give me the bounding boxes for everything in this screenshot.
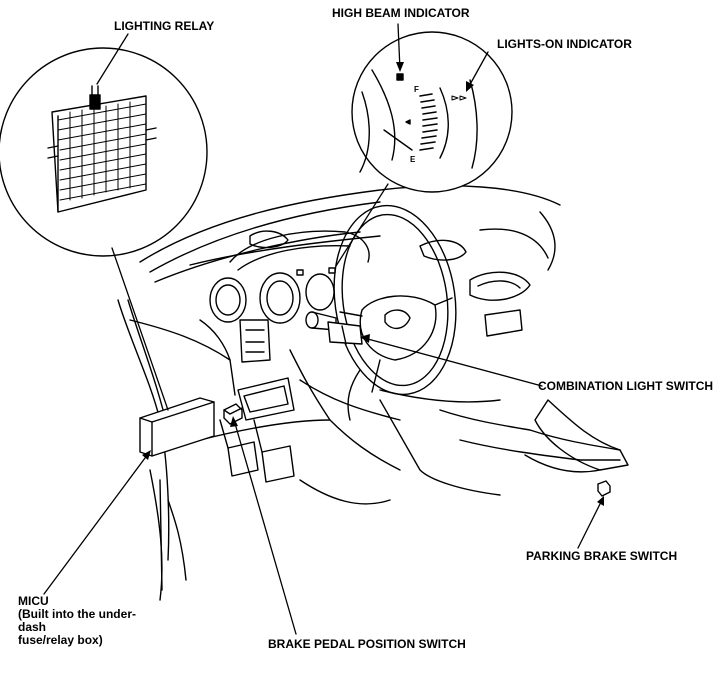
label-brake-pedal-position-switch: BRAKE PEDAL POSITION SWITCH: [268, 637, 466, 651]
fuel-full-mark: F: [414, 85, 419, 94]
arrowhead-parking-brake: [597, 496, 604, 506]
leader-brake-pedal: [233, 419, 297, 635]
leader-lights-on: [467, 51, 489, 89]
leader-cluster-to-callout: [335, 183, 389, 267]
label-micu: MICU (Built into the under-dash fuse/rel…: [18, 595, 158, 647]
arrowhead-high-beam: [396, 62, 404, 72]
lighting-relay-callout: [0, 47, 208, 257]
micu-subtitle-line1: (Built into the under-dash: [18, 607, 136, 634]
leader-lighting-relay: [96, 33, 129, 85]
fuel-empty-mark: E: [410, 155, 416, 164]
label-high-beam-indicator: HIGH BEAM INDICATOR: [332, 6, 470, 20]
leader-micu: [43, 453, 149, 595]
label-lighting-relay: LIGHTING RELAY: [114, 19, 215, 33]
label-parking-brake-switch: PARKING BRAKE SWITCH: [526, 549, 678, 563]
micu-subtitle-line2: fuse/relay box): [18, 633, 103, 647]
leader-combination-switch: [363, 337, 543, 387]
micu-box: [139, 397, 215, 457]
micu-title: MICU: [18, 594, 49, 608]
leader-parking-brake: [577, 499, 603, 549]
brake-pedal-switch-part: [223, 403, 243, 425]
parking-brake-switch-part: [597, 480, 611, 497]
instrument-cluster-callout: [351, 31, 513, 193]
arrowhead-micu: [142, 450, 151, 460]
leader-relay-to-micu: [111, 247, 169, 411]
label-combination-light-switch: COMBINATION LIGHT SWITCH: [538, 379, 714, 393]
leader-arrowheads: [142, 62, 604, 506]
combination-switch-stalk: [305, 311, 363, 345]
arrowhead-brake-pedal: [230, 416, 238, 427]
label-lights-on-indicator: LIGHTS-ON INDICATOR: [497, 37, 632, 51]
dashboard-outline: [117, 185, 629, 601]
arrowhead-lights-on: [466, 81, 474, 92]
arrowhead-combination-switch: [360, 334, 370, 343]
